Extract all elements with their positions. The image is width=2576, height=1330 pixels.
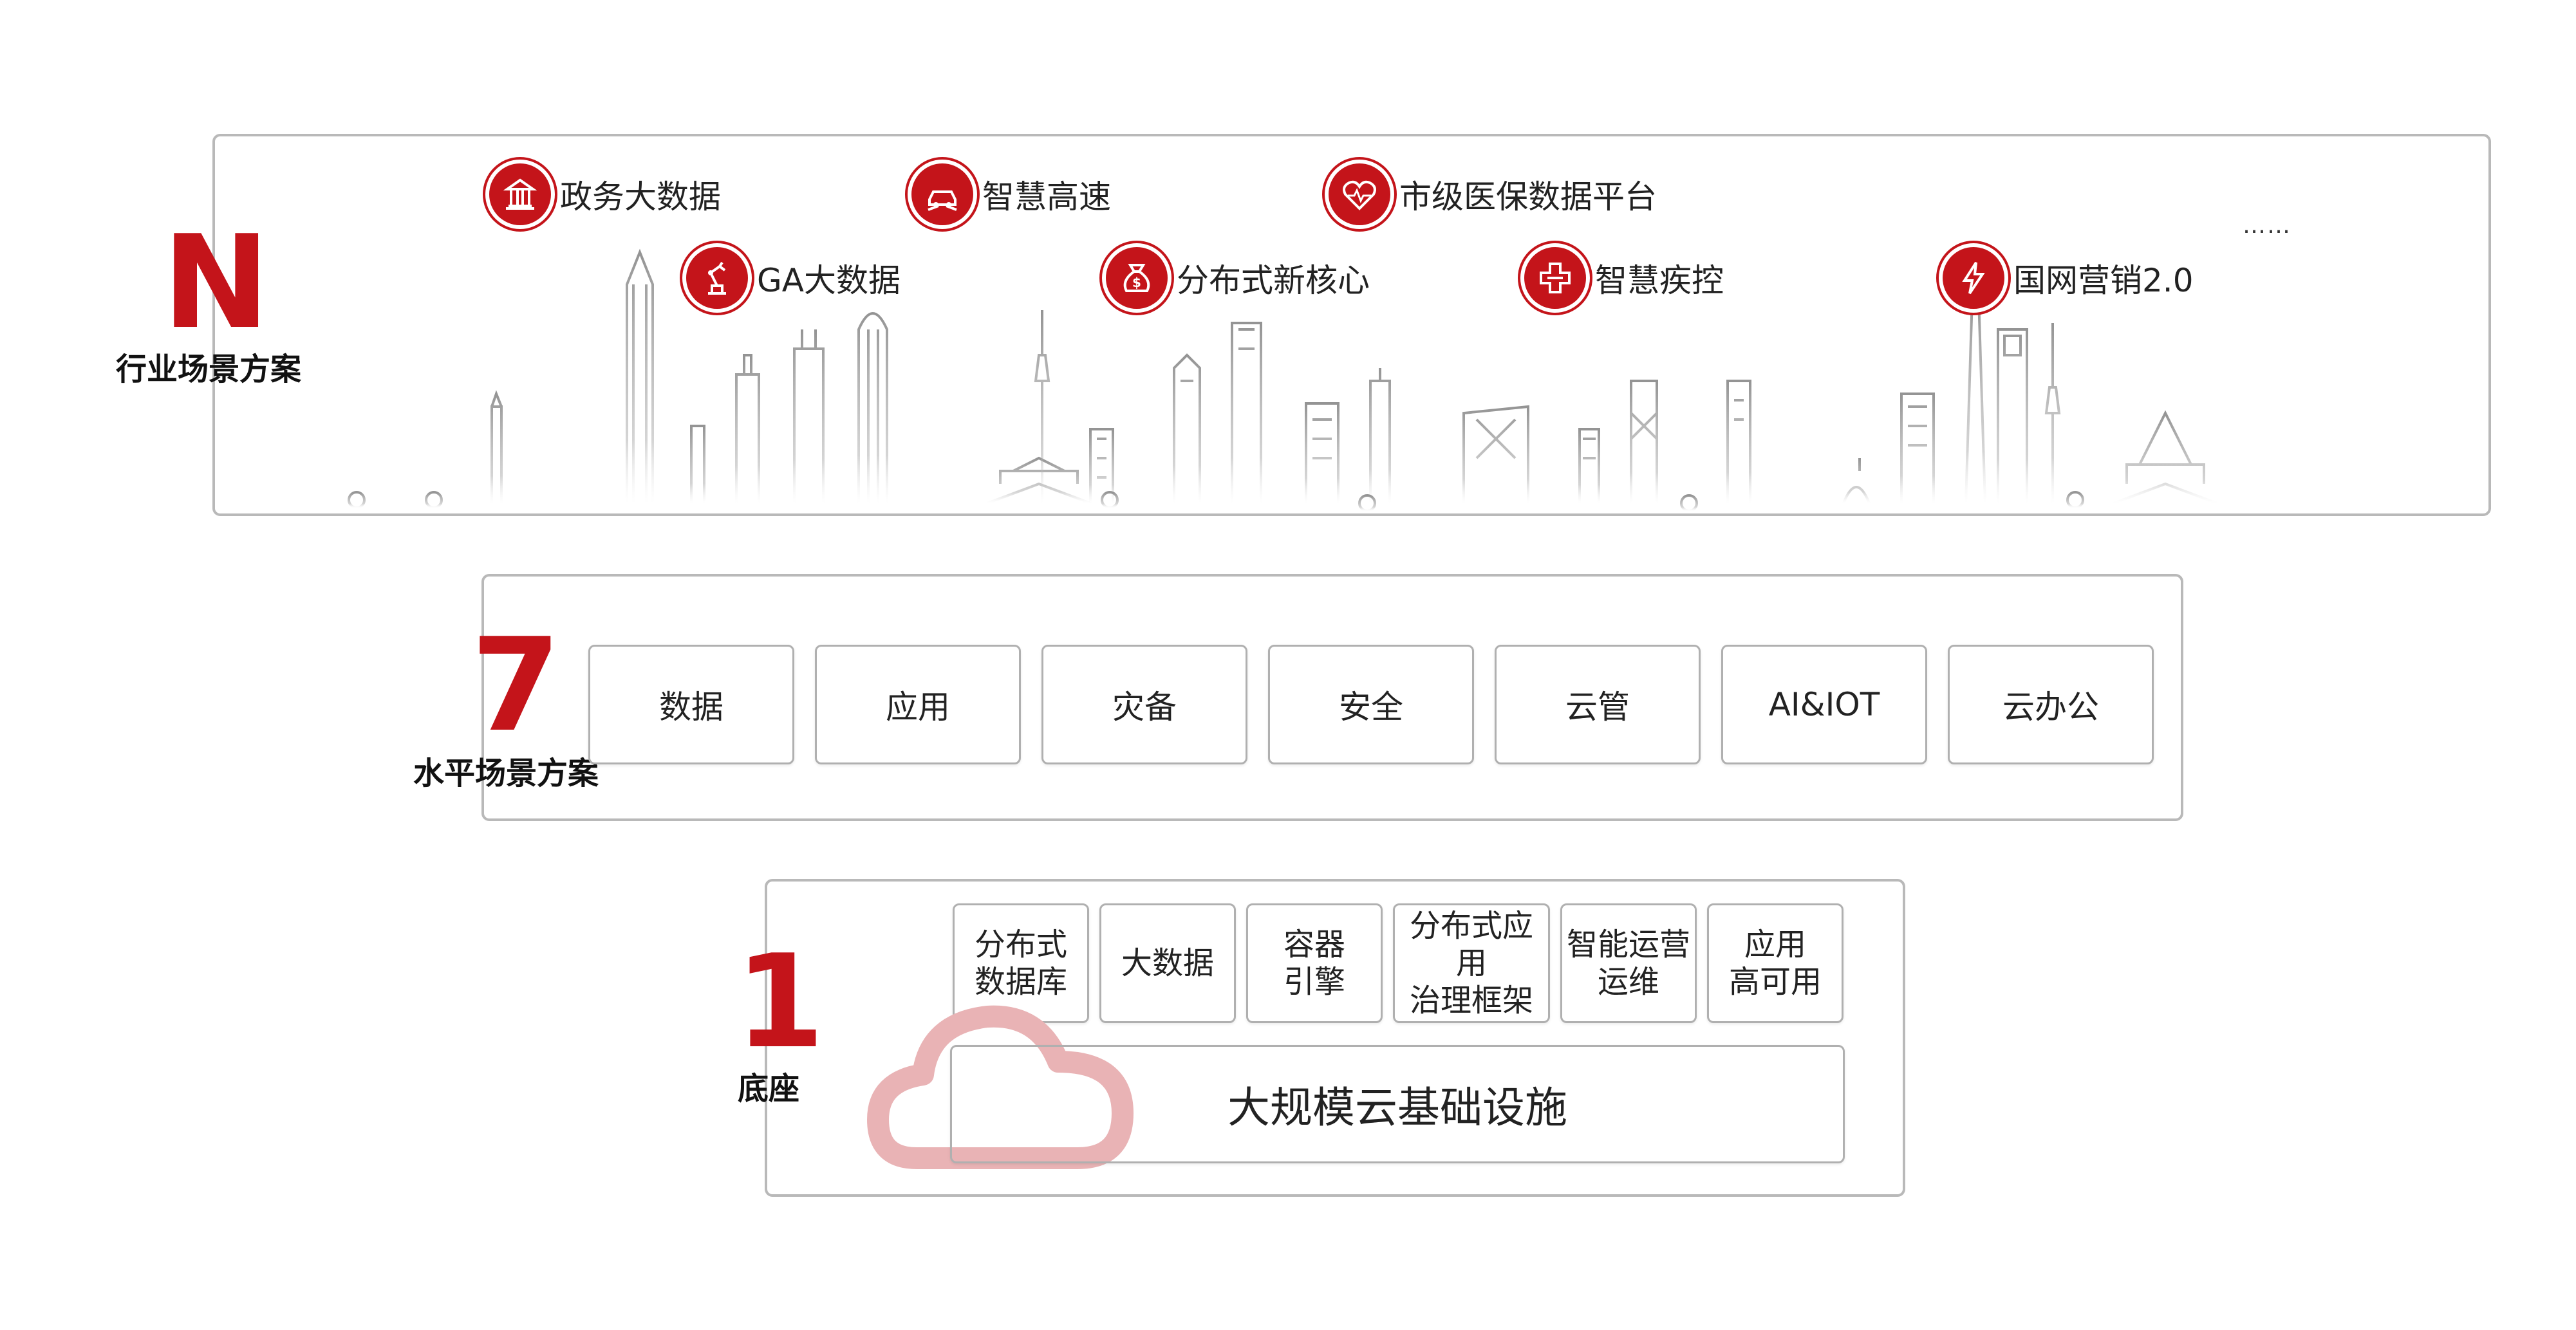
heart-pulse-icon xyxy=(1329,163,1390,225)
tier-7-number: 7 xyxy=(471,611,561,761)
money-bag-icon: $ xyxy=(1106,247,1168,309)
scenario-smart-highway: 智慧高速 xyxy=(911,163,1111,225)
scenario-smart-disease-control: 智慧疾控 xyxy=(1524,247,1724,309)
cloud-icon xyxy=(867,1005,1134,1169)
horizontal-item-security: 安全 xyxy=(1268,645,1474,764)
scenario-ga-bigdata: GA大数据 xyxy=(686,247,901,309)
tier-n-number: N xyxy=(162,208,270,358)
tier-1-label: 底座 xyxy=(738,1071,800,1107)
horizontal-item-application: 应用 xyxy=(815,645,1021,764)
horizontal-item-cloud-office: 云办公 xyxy=(1948,645,2154,764)
scenario-distributed-core: $ 分布式新核心 xyxy=(1106,247,1370,309)
foundation-module-app-governance: 分布式应用 治理框架 xyxy=(1393,903,1550,1023)
foundation-module-app-ha: 应用 高可用 xyxy=(1707,903,1843,1023)
svg-text:$: $ xyxy=(1132,275,1141,290)
scenario-medical-insurance-platform: 市级医保数据平台 xyxy=(1329,163,1657,225)
foundation-module-container-engine: 容器 引擎 xyxy=(1246,903,1383,1023)
horizontal-item-disaster-recovery: 灾备 xyxy=(1041,645,1247,764)
horizontal-item-cloud-management: 云管 xyxy=(1495,645,1701,764)
tier-n-label: 行业场景方案 xyxy=(116,351,302,387)
foundation-module-bigdata: 大数据 xyxy=(1099,903,1236,1023)
medical-cross-icon xyxy=(1524,247,1586,309)
scenario-state-grid-marketing: 国网营销2.0 xyxy=(1943,247,2194,309)
tier-1-number: 1 xyxy=(735,927,825,1077)
large-scale-cloud-infrastructure: 大规模云基础设施 xyxy=(950,1045,1845,1163)
more-ellipsis: …… xyxy=(2243,212,2291,239)
highway-car-icon xyxy=(911,163,973,225)
city-skyline xyxy=(348,248,2217,512)
lightning-icon xyxy=(1943,247,2004,309)
tier-7-label: 水平场景方案 xyxy=(413,755,599,791)
scenario-gov-bigdata: 政务大数据 xyxy=(489,163,721,225)
foundation-module-intelligent-ops: 智能运营 运维 xyxy=(1560,903,1697,1023)
government-building-icon xyxy=(489,163,551,225)
horizontal-item-ai-iot: AI&IOT xyxy=(1721,645,1927,764)
industry-scenarios-panel: 政务大数据 GA大数据 智慧高速 $ 分布式新核心 市级医保数据平台 智慧疾控 xyxy=(212,134,2491,516)
horizontal-item-data: 数据 xyxy=(588,645,794,764)
robot-arm-icon xyxy=(686,247,748,309)
